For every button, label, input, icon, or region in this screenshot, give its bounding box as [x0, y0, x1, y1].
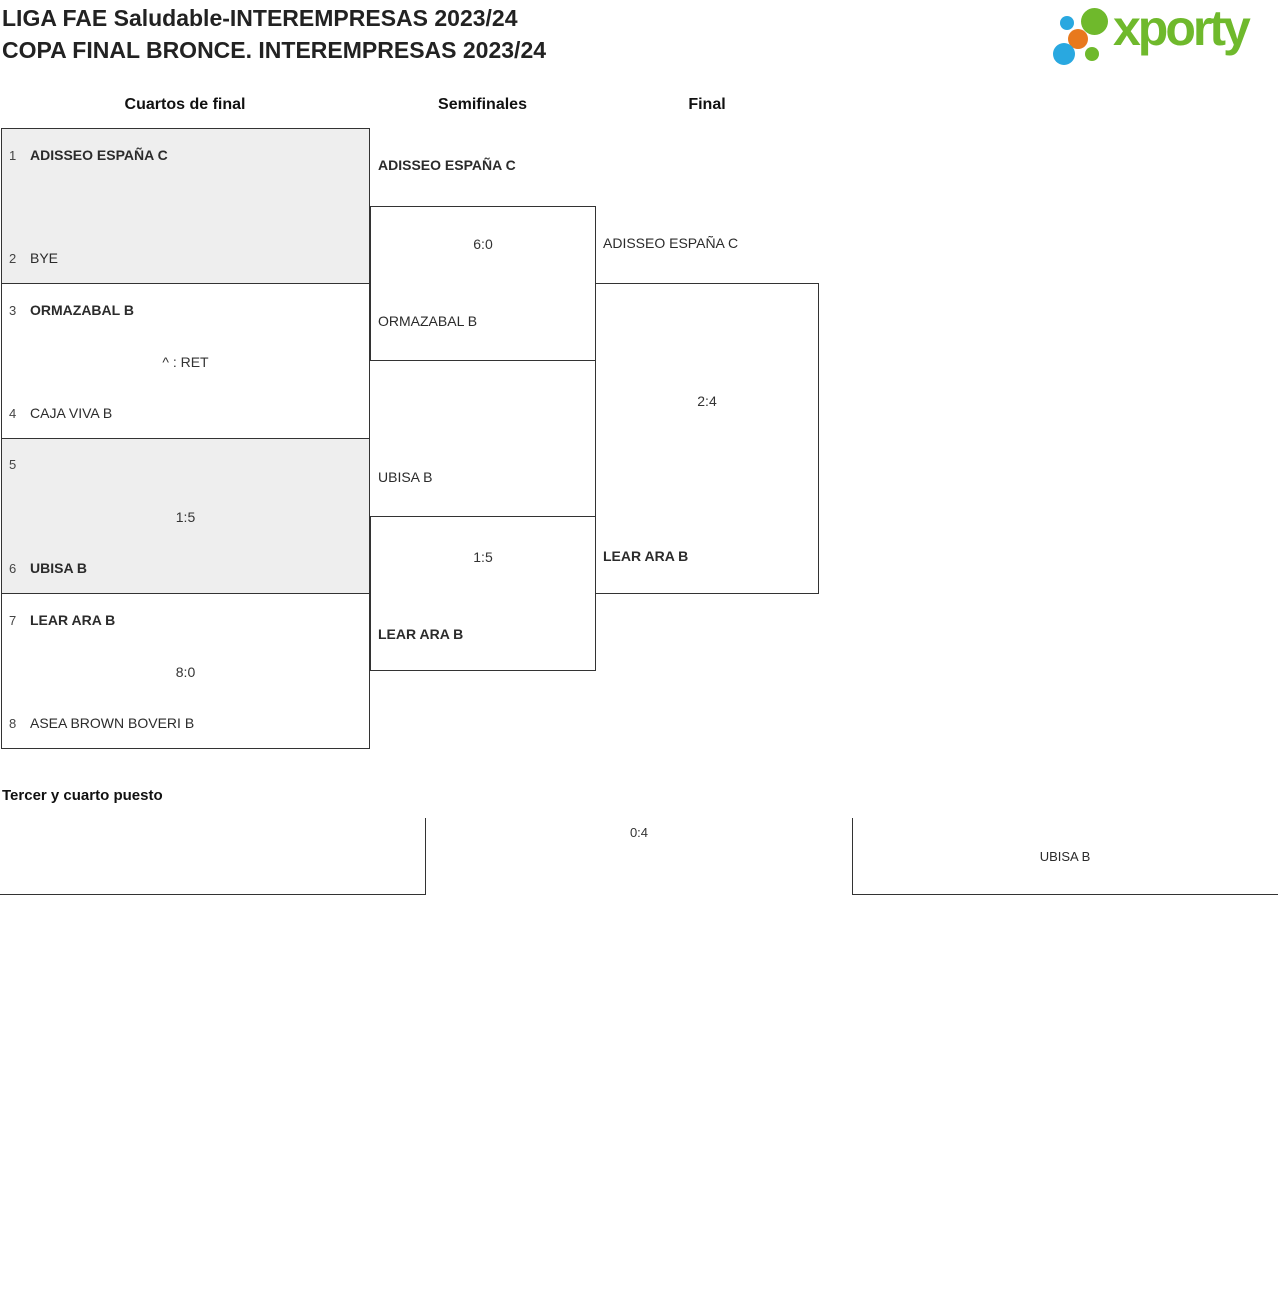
third-place-heading: Tercer y cuarto puesto: [2, 787, 163, 804]
seed-number: 3: [9, 303, 17, 318]
logo-dot-icon: [1085, 47, 1099, 61]
logo-dot-icon: [1060, 16, 1074, 30]
team-name: LEAR ARA B: [603, 548, 689, 564]
seed-number: 4: [9, 406, 17, 421]
team-name: LEAR ARA B: [30, 612, 116, 628]
team-name: ADISSEO ESPAÑA C: [30, 147, 168, 163]
match-quarterfinal-3[interactable]: 5 1:5 6 UBISA B: [1, 438, 370, 594]
match-score: 0:4: [629, 825, 649, 840]
xporty-logo[interactable]: xporty: [1045, 0, 1280, 80]
match-semifinal-1[interactable]: [370, 206, 596, 361]
logo-dot-icon: [1068, 29, 1088, 49]
team-name: CAJA VIVA B: [30, 405, 113, 421]
match-score: 1:5: [473, 549, 493, 565]
title-line-2: COPA FINAL BRONCE. INTEREMPRESAS 2023/24: [2, 37, 547, 63]
match-score: 2:4: [697, 393, 717, 409]
third-place-right-slot[interactable]: [852, 818, 1278, 895]
team-row: 7 LEAR ARA B: [9, 610, 361, 631]
team-name: ORMAZABAL B: [378, 313, 478, 329]
team-name: UBISA B: [378, 469, 433, 485]
seed-number: 7: [9, 613, 17, 628]
team-name: LEAR ARA B: [378, 626, 464, 642]
seed-number: 1: [9, 148, 17, 163]
team-name: UBISA B: [1039, 849, 1091, 864]
logo-text: xporty: [1113, 0, 1251, 56]
match-quarterfinal-2[interactable]: 3 ORMAZABAL B ^ : RET 4 CAJA VIVA B: [1, 283, 370, 439]
match-quarterfinal-1[interactable]: 1 ADISSEO ESPAÑA C 2 BYE: [1, 128, 370, 284]
team-row: 4 CAJA VIVA B: [9, 403, 361, 424]
match-final[interactable]: [595, 283, 819, 594]
round-header-final: Final: [688, 96, 726, 113]
team-name: ASEA BROWN BOVERI B: [30, 715, 195, 731]
logo-dot-icon: [1081, 8, 1108, 35]
team-row: 5: [9, 455, 361, 475]
round-header-quarterfinals: Cuartos de final: [124, 96, 246, 113]
team-name: ADISSEO ESPAÑA C: [378, 157, 516, 173]
third-place-left-slot[interactable]: [0, 818, 426, 895]
team-row: 3 ORMAZABAL B: [9, 300, 361, 321]
title-line-1: LIGA FAE Saludable-INTEREMPRESAS 2023/24: [2, 5, 518, 31]
match-score: ^ : RET: [162, 354, 209, 370]
team-name: UBISA B: [30, 560, 88, 576]
logo-dot-icon: [1053, 43, 1075, 65]
seed-number: 6: [9, 561, 17, 576]
match-score: 6:0: [473, 236, 493, 252]
team-row: 2 BYE: [9, 248, 361, 269]
team-row: 6 UBISA B: [9, 558, 361, 579]
team-name: BYE: [30, 250, 59, 266]
team-name: ORMAZABAL B: [30, 302, 134, 318]
seed-number: 5: [9, 457, 17, 472]
round-header-semifinals: Semifinales: [438, 96, 527, 113]
team-row: 1 ADISSEO ESPAÑA C: [9, 145, 361, 166]
match-semifinal-2[interactable]: [370, 516, 596, 671]
match-quarterfinal-4[interactable]: 7 LEAR ARA B 8:0 8 ASEA BROWN BOVERI B: [1, 593, 370, 749]
team-name: ADISSEO ESPAÑA C: [603, 235, 739, 251]
team-row: 8 ASEA BROWN BOVERI B: [9, 713, 361, 734]
match-score: 1:5: [175, 509, 196, 525]
page-title: LIGA FAE Saludable-INTEREMPRESAS 2023/24…: [2, 2, 546, 66]
seed-number: 8: [9, 716, 17, 731]
seed-number: 2: [9, 251, 17, 266]
match-score: 8:0: [175, 664, 196, 680]
